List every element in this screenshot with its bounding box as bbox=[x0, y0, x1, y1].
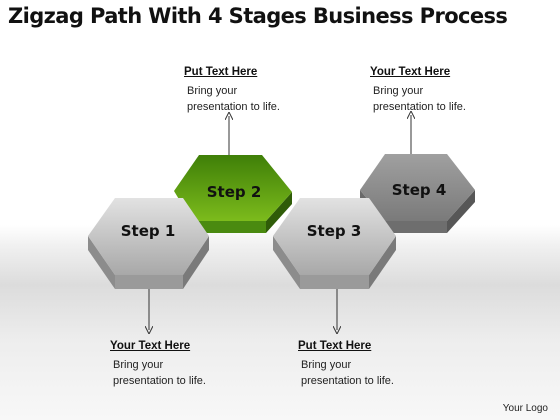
callout-body-line: Bring your bbox=[373, 85, 424, 97]
callout-body-line: presentation to life. bbox=[113, 375, 206, 387]
step-4-label: Step 4 bbox=[392, 181, 447, 199]
step-3-label: Step 3 bbox=[307, 222, 362, 240]
step-2-hexagon: Step 2 bbox=[174, 155, 292, 233]
logo-placeholder: Your Logo bbox=[502, 403, 548, 414]
step-1-hexagon: Step 1 bbox=[88, 198, 209, 289]
page-title: Zigzag Path With 4 Stages Business Proce… bbox=[8, 4, 508, 28]
callout-body-line: presentation to life. bbox=[373, 101, 466, 113]
callout-heading: Put Text Here bbox=[298, 340, 372, 352]
step-3-hexagon: Step 3 bbox=[273, 198, 396, 289]
step-2-label: Step 2 bbox=[207, 183, 262, 201]
callout-step-3: Put Text Here Bring your presentation to… bbox=[298, 338, 394, 389]
callout-heading: Your Text Here bbox=[110, 340, 191, 352]
callout-heading: Put Text Here bbox=[184, 66, 258, 78]
callout-step-1: Your Text Here Bring your presentation t… bbox=[110, 338, 206, 389]
callout-body-line: presentation to life. bbox=[301, 375, 394, 387]
callout-heading: Your Text Here bbox=[370, 66, 451, 78]
callout-body-line: Bring your bbox=[187, 85, 238, 97]
callout-step-4: Your Text Here Bring your presentation t… bbox=[370, 64, 466, 115]
callout-body-line: Bring your bbox=[113, 359, 164, 371]
callout-body-line: presentation to life. bbox=[187, 101, 280, 113]
step-1-label: Step 1 bbox=[121, 222, 176, 240]
callout-step-2: Put Text Here Bring your presentation to… bbox=[184, 64, 280, 115]
callout-body-line: Bring your bbox=[301, 359, 352, 371]
